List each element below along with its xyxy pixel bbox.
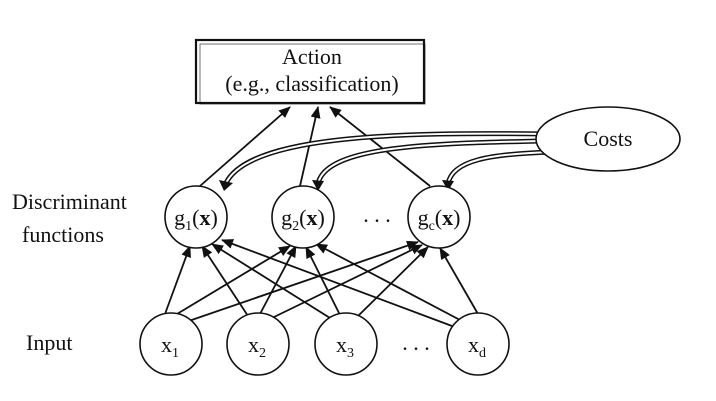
x2-base: x <box>248 332 259 357</box>
x3-base: x <box>336 332 347 357</box>
edge-gc-action <box>329 106 431 187</box>
edge-xd-g2 <box>315 243 461 321</box>
cost-arrow-gc <box>445 149 553 185</box>
input-label: Input <box>26 330 72 355</box>
xd-sub: d <box>479 346 486 361</box>
edge-x3-g2 <box>305 246 341 316</box>
edge-x3-gc <box>355 246 429 319</box>
x1-base: x <box>161 332 172 357</box>
gc-arg: x <box>442 205 453 230</box>
svg-text:xd: xd <box>468 332 486 361</box>
g1-base: g <box>174 205 185 230</box>
cost-arrow-g2 <box>315 138 547 185</box>
edge-x1-gc <box>179 240 419 325</box>
g2-base: g <box>281 205 292 230</box>
edge-xd-g1 <box>221 239 453 327</box>
action-subtitle: (e.g., classification) <box>225 71 399 96</box>
g1-sub: 1 <box>185 219 192 234</box>
input-node-x2: x2 <box>226 312 290 376</box>
edge-g1-action <box>199 106 291 187</box>
gc-base: g <box>418 205 429 230</box>
discriminant-node-g2: g2(x) <box>271 185 335 249</box>
gc-sub: c <box>429 219 435 234</box>
discriminant-label-line1: Discriminant <box>12 189 127 214</box>
svg-text:gc(x): gc(x) <box>418 205 461 234</box>
edge-x1-g1 <box>164 245 191 315</box>
svg-text:g2(x): g2(x) <box>281 205 325 234</box>
cost-arrows <box>219 131 553 191</box>
discriminant-label-line2: functions <box>22 222 104 247</box>
g1-arg: x <box>200 205 211 230</box>
svg-text:x3: x3 <box>336 332 354 361</box>
xd-base: x <box>468 332 479 357</box>
x3-sub: 3 <box>347 346 354 361</box>
edge-x2-gc <box>271 244 423 319</box>
discriminant-ellipsis: . . . <box>363 202 391 227</box>
costs-label: Costs <box>584 126 633 151</box>
g2-arg: x <box>307 205 318 230</box>
input-node-x3: x3 <box>314 312 378 376</box>
x1-sub: 1 <box>172 346 179 361</box>
input-to-discriminant-edges <box>164 239 479 327</box>
action-title: Action <box>282 44 342 69</box>
svg-text:x1: x1 <box>161 332 179 361</box>
edge-x2-g2 <box>259 245 297 315</box>
discriminant-node-gc: gc(x) <box>407 185 471 249</box>
costs-node: Costs <box>535 106 681 172</box>
svg-text:x2: x2 <box>248 332 266 361</box>
action-box: Action (e.g., classification) <box>194 38 426 105</box>
edge-x2-g1 <box>201 245 249 317</box>
svg-text:g1(x): g1(x) <box>174 205 218 234</box>
input-node-x1: x1 <box>139 312 203 376</box>
discriminant-node-g1: g1(x) <box>164 185 228 249</box>
g2-sub: 2 <box>292 219 299 234</box>
input-ellipsis: . . . <box>402 330 430 355</box>
x2-sub: 2 <box>259 346 266 361</box>
input-node-xd: xd <box>446 312 510 376</box>
edge-x3-g1 <box>211 243 331 319</box>
edge-xd-gc <box>439 247 479 315</box>
